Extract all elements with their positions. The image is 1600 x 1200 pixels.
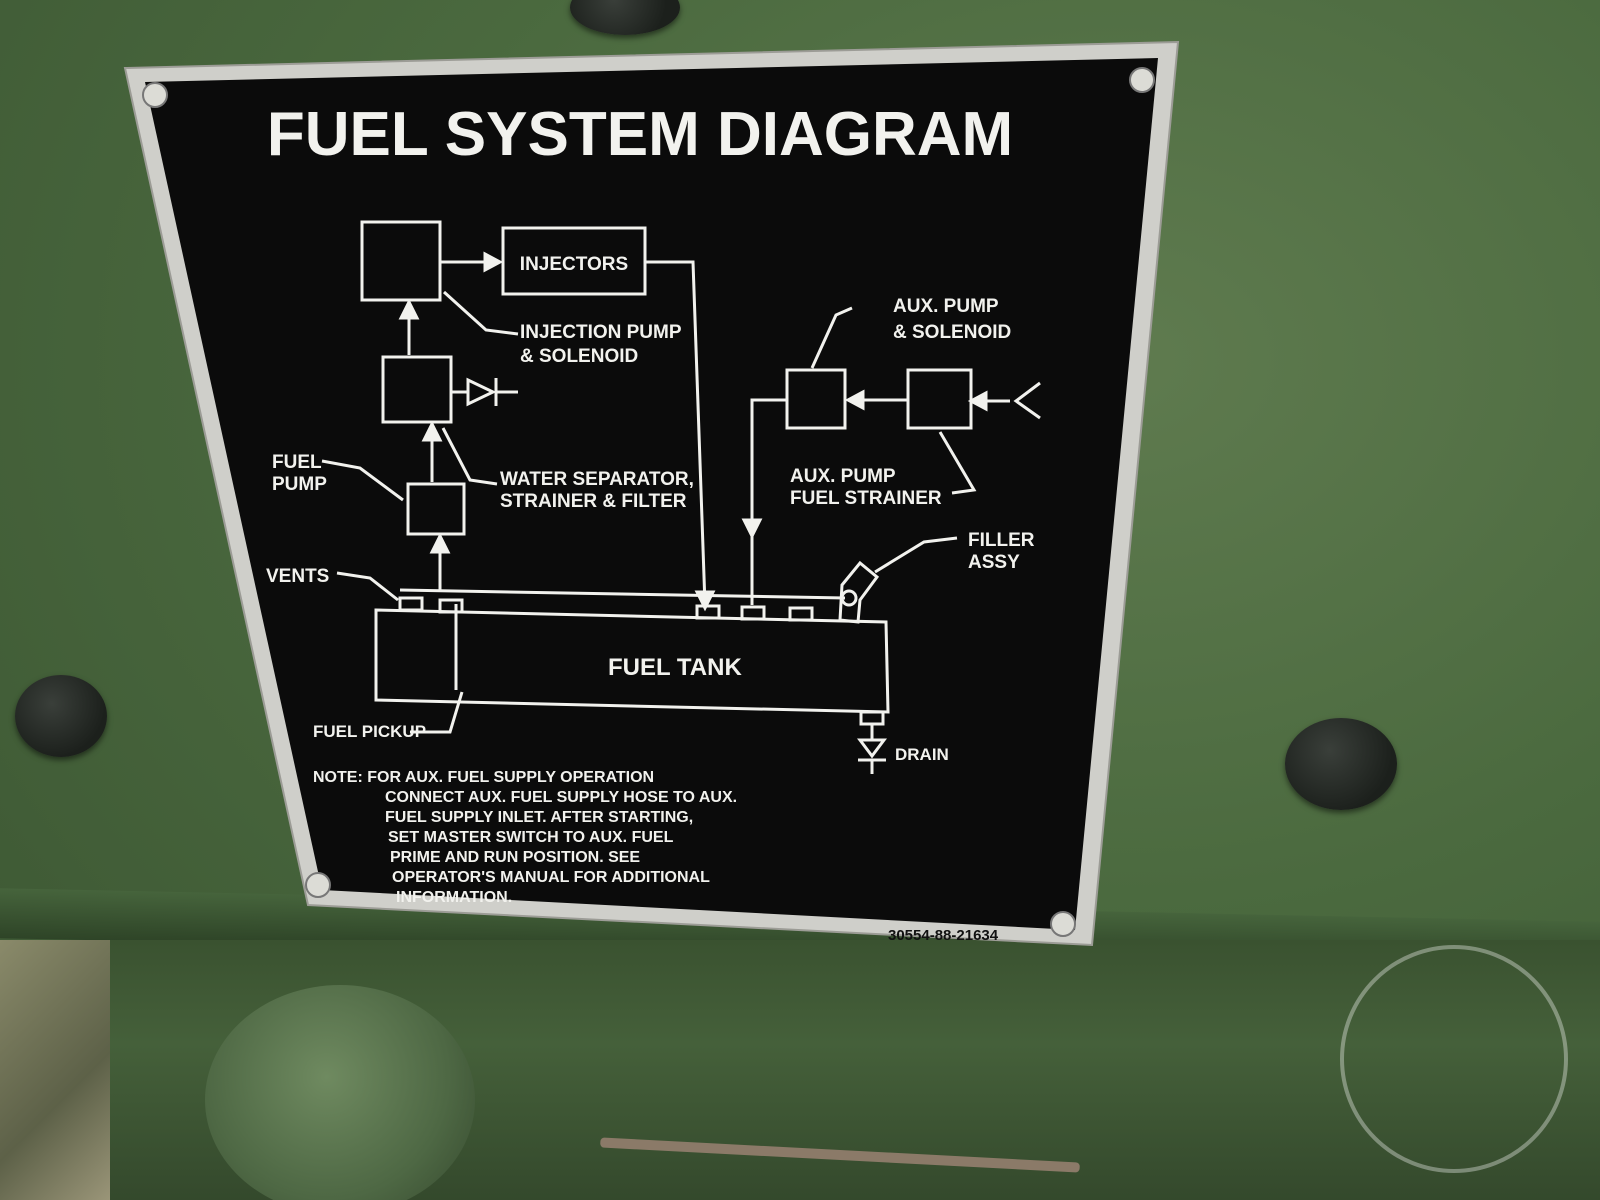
note-line: FUEL SUPPLY INLET. AFTER STARTING,: [385, 809, 693, 826]
note-line: OPERATOR'S MANUAL FOR ADDITIONAL: [392, 869, 710, 886]
water-separator-box: [381, 355, 453, 424]
plate-face: [145, 58, 1158, 930]
injectors-label: INJECTORS: [520, 254, 628, 275]
screw-icon: [305, 872, 331, 898]
screw-icon: [1129, 67, 1155, 93]
note-line: INFORMATION.: [396, 889, 512, 906]
screw-icon: [1050, 911, 1076, 937]
injection-pump-label-2: & SOLENOID: [520, 346, 638, 367]
aux-strainer-label-2: FUEL STRAINER: [790, 488, 942, 509]
drain-label: DRAIN: [895, 745, 949, 764]
fuel-pump-label-2: PUMP: [272, 474, 327, 495]
fuel-pump-label: FUEL: [272, 452, 322, 473]
plate-title: FUEL SYSTEM DIAGRAM: [267, 100, 1013, 169]
aux-strainer-label: AUX. PUMP: [790, 466, 896, 487]
diagram-lines: [321, 220, 1041, 774]
watermark-logo: [1340, 945, 1568, 1173]
fuel-pickup-label: FUEL PICKUP: [313, 722, 426, 741]
filler-assy-label-2: ASSY: [968, 552, 1020, 573]
vents-label: VENTS: [266, 566, 329, 587]
note-line: PRIME AND RUN POSITION. SEE: [390, 849, 640, 866]
ground-gravel: [0, 940, 110, 1200]
filler-assy-label: FILLER: [968, 530, 1035, 551]
injection-pump-label: INJECTION PUMP: [520, 322, 682, 343]
rivet-head-right: [1285, 718, 1397, 810]
note-line: NOTE: FOR AUX. FUEL SUPPLY OPERATION: [313, 769, 654, 786]
fuel-tank-label: FUEL TANK: [608, 654, 742, 681]
note-line: SET MASTER SWITCH TO AUX. FUEL: [388, 829, 674, 846]
note-line: CONNECT AUX. FUEL SUPPLY HOSE TO AUX.: [385, 789, 737, 806]
rivet-head-left: [15, 675, 107, 757]
water-separator-label-2: STRAINER & FILTER: [500, 491, 687, 512]
note-block: NOTE: FOR AUX. FUEL SUPPLY OPERATION CON…: [313, 769, 737, 906]
aux-pump-label-2: & SOLENOID: [893, 322, 1011, 343]
round-cap: [205, 985, 475, 1200]
aux-pump-label: AUX. PUMP: [893, 296, 999, 317]
screw-icon: [142, 82, 168, 108]
fuel-pump-box: [406, 482, 466, 536]
water-separator-label: WATER SEPARATOR,: [500, 469, 694, 490]
part-number: 30554-88-21634: [888, 927, 999, 944]
